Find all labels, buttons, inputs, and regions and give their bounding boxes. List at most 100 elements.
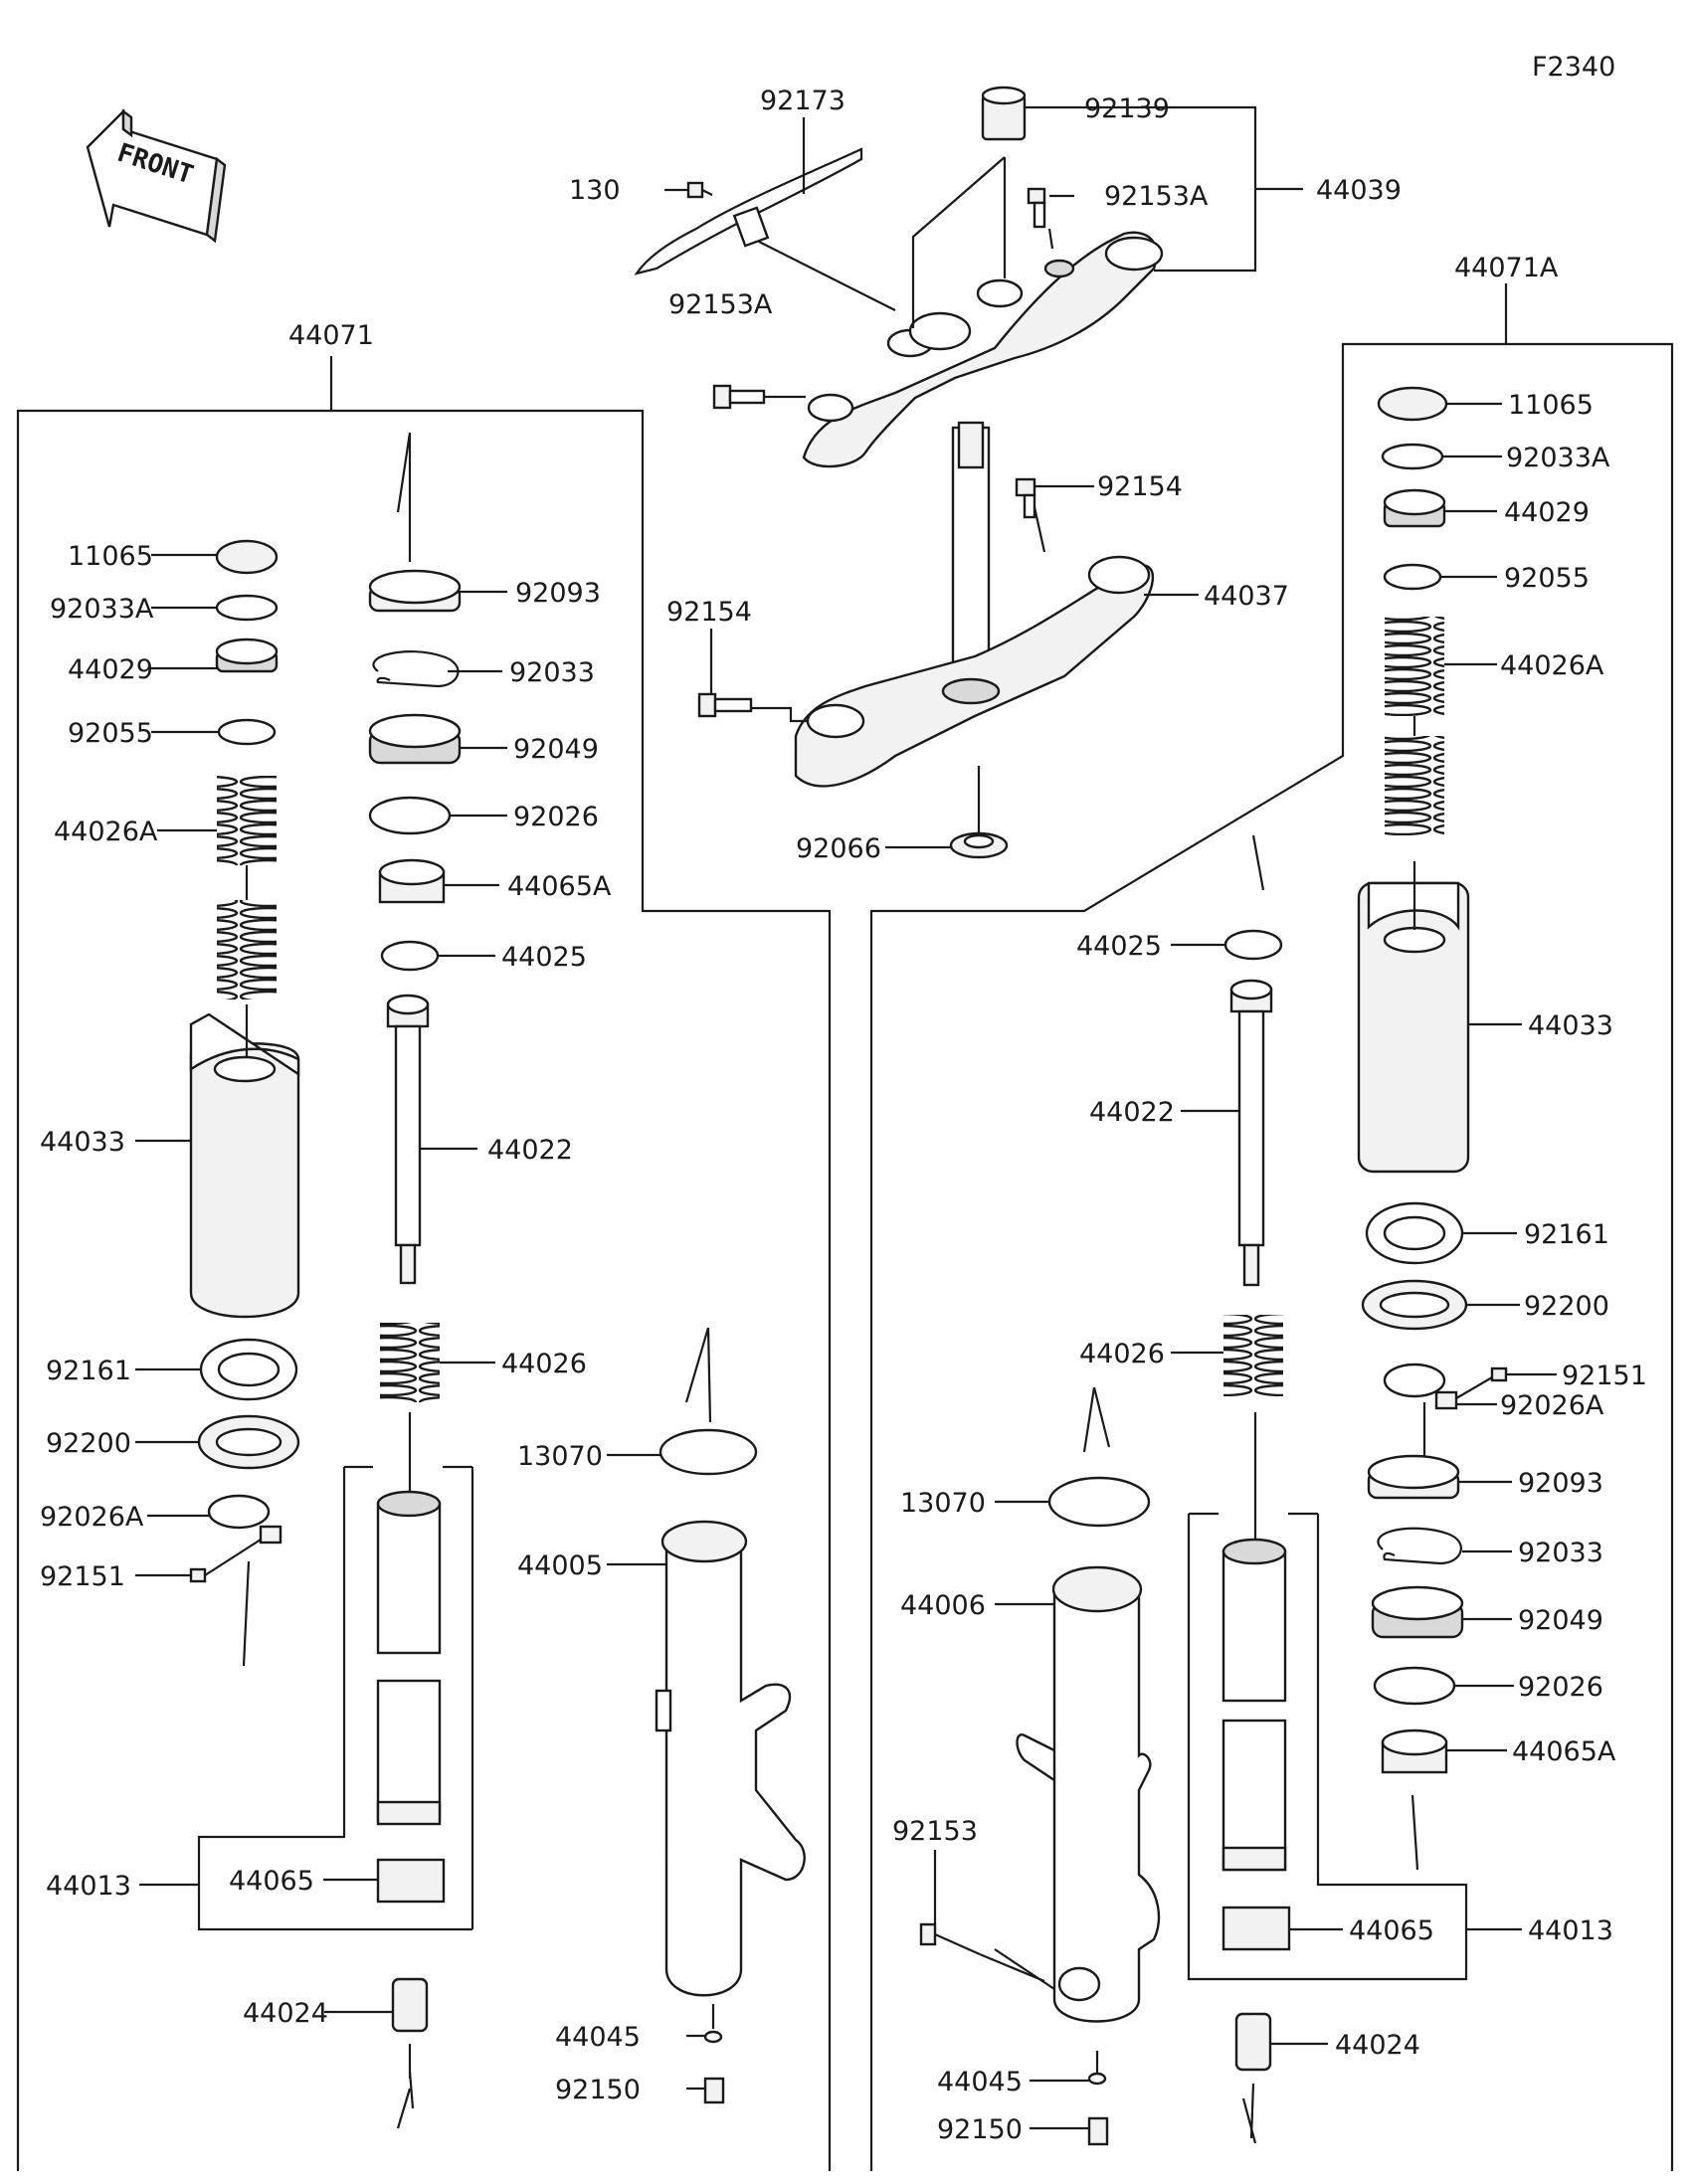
spring-44026A-left <box>217 776 277 1000</box>
label-R-92026A: 92026A <box>1500 1390 1604 1421</box>
label-92154-right: 92154 <box>1097 471 1183 502</box>
piece-44024-right <box>1234 2012 1272 2072</box>
seal-92093-left <box>368 569 462 613</box>
bolt-92153A-left <box>712 384 766 410</box>
label-L-44045: 44045 <box>555 2022 641 2053</box>
clip-92033-left <box>372 650 460 688</box>
washer-44045-right <box>1087 2072 1107 2086</box>
cap-11065-left <box>215 539 279 575</box>
label-R-92151: 92151 <box>1562 1361 1647 1391</box>
plug-44029-left <box>215 637 279 673</box>
label-L-44013: 44013 <box>46 1871 131 1902</box>
label-R-92033: 92033 <box>1518 1538 1603 1568</box>
label-R-44022: 44022 <box>1089 1097 1175 1128</box>
clamp-92026A-left <box>207 1494 282 1545</box>
label-L-92200: 92200 <box>46 1428 131 1459</box>
washer-92200-right <box>1361 1279 1468 1331</box>
label-L-92033: 92033 <box>509 657 595 688</box>
oring-92055-left <box>217 718 277 746</box>
label-L-44005: 44005 <box>517 1550 603 1581</box>
label-R-44033: 44033 <box>1528 1010 1613 1041</box>
label-R-44013: 44013 <box>1528 1915 1613 1946</box>
label-92173: 92173 <box>760 86 846 116</box>
circlip-13070-left <box>658 1428 758 1476</box>
ring-92033A-left <box>215 594 279 622</box>
rod-44022-left <box>386 994 430 1285</box>
label-R-92150: 92150 <box>937 2114 1023 2145</box>
label-R-92093: 92093 <box>1518 1468 1603 1499</box>
label-R-44024: 44024 <box>1335 2030 1420 2061</box>
label-L-44026: 44026 <box>501 1349 587 1379</box>
label-L-44026A: 44026A <box>54 817 158 847</box>
label-92066: 92066 <box>796 833 881 864</box>
circlip-13070-right <box>1047 1476 1151 1528</box>
spring-44026A-right <box>1385 617 1444 835</box>
label-R-44065A: 44065A <box>1512 1736 1616 1767</box>
label-R-92055: 92055 <box>1504 563 1590 594</box>
label-L-92049: 92049 <box>513 734 599 765</box>
label-92139: 92139 <box>1084 93 1170 124</box>
label-L-44065: 44065 <box>229 1866 314 1897</box>
label-L-92033A: 92033A <box>50 594 154 625</box>
label-L-13070: 13070 <box>517 1441 603 1472</box>
part-labels: 92173 92139 130 92153A 44039 92153A 9215… <box>40 86 1647 2145</box>
label-92153A-left: 92153A <box>668 289 773 320</box>
bushing-92139 <box>981 86 1027 141</box>
rod-44022-right <box>1229 979 1273 1287</box>
leader-lines <box>135 105 1557 2144</box>
right-assembly-bracket <box>869 342 1674 2171</box>
outer-tube-44005-left <box>655 1520 806 1997</box>
washer-92200-left <box>197 1414 300 1470</box>
figure-code: F2340 <box>1532 52 1615 83</box>
tube-cover-44033-right <box>1357 881 1470 1174</box>
screw-92151-right <box>1455 1366 1508 1399</box>
label-R-92049: 92049 <box>1518 1605 1603 1636</box>
inner-tube-44013-left <box>376 1490 442 1826</box>
spring-44026-left <box>380 1323 440 1402</box>
label-R-44029: 44029 <box>1504 497 1590 528</box>
label-R-92033A: 92033A <box>1506 443 1610 473</box>
label-44071: 44071 <box>288 320 374 351</box>
cap-11065-right <box>1377 386 1448 422</box>
label-L-92055: 92055 <box>68 718 153 749</box>
label-44037: 44037 <box>1204 581 1289 612</box>
bolt-92153A-top <box>1027 187 1046 229</box>
label-L-44024: 44024 <box>243 1998 328 2029</box>
label-L-44033: 44033 <box>40 1127 125 1158</box>
label-R-44065: 44065 <box>1349 1915 1434 1946</box>
washer-92161-right <box>1365 1201 1464 1265</box>
clamp-92026A-right <box>1383 1363 1458 1410</box>
label-R-92161: 92161 <box>1524 1219 1609 1250</box>
label-44039: 44039 <box>1316 175 1402 206</box>
plug-44029-right <box>1383 488 1446 528</box>
bolt-92154-right <box>1015 477 1036 519</box>
label-L-92026A: 92026A <box>40 1502 144 1533</box>
front-arrow-icon: FRONT <box>86 108 227 244</box>
washer-92161-left <box>199 1338 298 1401</box>
label-L-44029: 44029 <box>68 654 153 685</box>
bolt-92150-right <box>1087 2116 1109 2146</box>
label-44071A: 44071A <box>1454 253 1559 283</box>
label-R-11065: 11065 <box>1508 390 1594 421</box>
bushing-44065-left <box>376 1858 446 1904</box>
label-L-44025: 44025 <box>501 942 587 973</box>
label-R-92200: 92200 <box>1524 1291 1609 1322</box>
screw-92151-left <box>189 1539 262 1583</box>
label-L-92151: 92151 <box>40 1561 125 1592</box>
label-92154-left: 92154 <box>666 597 752 628</box>
ring-92033A-right <box>1381 443 1444 470</box>
bolt-92153-right <box>919 1922 981 1956</box>
label-R-44026A: 44026A <box>1500 650 1604 681</box>
bushing-44065A-left <box>378 858 446 904</box>
label-L-44022: 44022 <box>487 1135 573 1166</box>
upper-triple-clamp <box>802 231 1164 468</box>
washer-92026-left <box>368 796 452 835</box>
label-R-44045: 44045 <box>937 2067 1023 2097</box>
spring-44026-right <box>1223 1315 1283 1396</box>
left-assembly-bracket <box>16 409 832 2171</box>
label-R-92153: 92153 <box>892 1816 978 1847</box>
label-L-92150: 92150 <box>555 2075 641 2105</box>
tube-cover-44033-left <box>189 1012 300 1319</box>
label-L-92093: 92093 <box>515 578 601 609</box>
